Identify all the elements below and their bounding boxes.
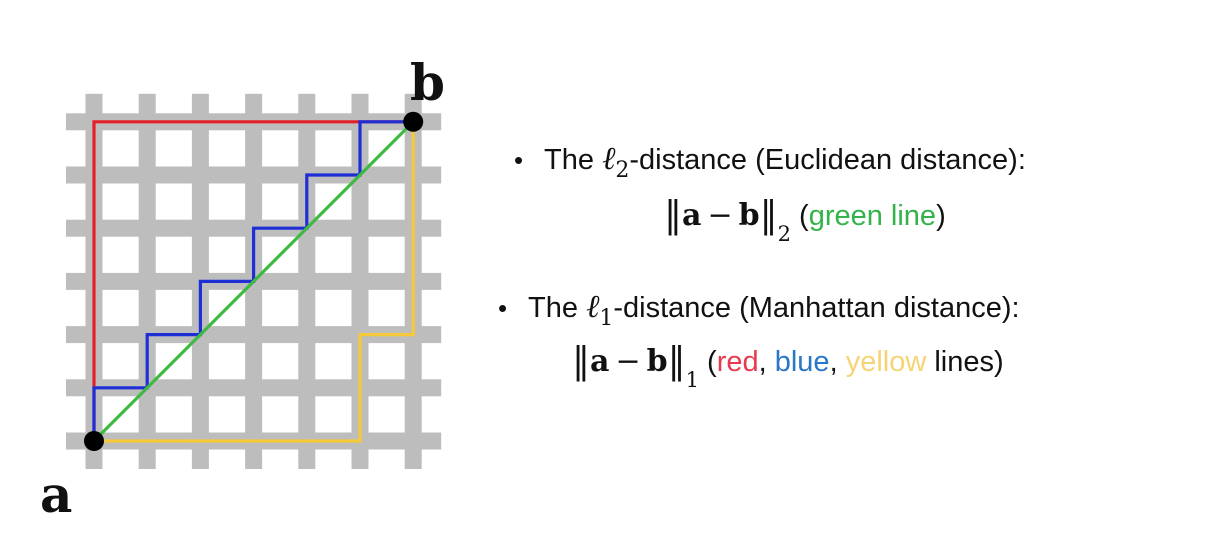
endpoints: [84, 111, 424, 451]
bullet-l1-rest: -distance (Manhattan distance):: [613, 292, 1020, 324]
point-a-marker: [84, 431, 104, 451]
blue-line-label: blue: [774, 346, 830, 378]
paren-open: (: [707, 346, 717, 378]
separator: ,: [758, 346, 775, 378]
ell-subscript: 1: [599, 306, 614, 331]
grid-street-horizontal: [66, 166, 442, 184]
formula-a: a: [682, 198, 702, 233]
formula-tail: lines): [926, 346, 1004, 378]
separator: ,: [829, 346, 846, 378]
formula-l1: ‖a−b‖1 (red, blue, yellow lines): [572, 342, 1004, 400]
norm-bar-right: ‖: [759, 195, 778, 236]
norm-bar-left: ‖: [664, 195, 682, 236]
norm-subscript: 1: [685, 368, 699, 392]
paren-open: (: [799, 200, 809, 232]
ell-subscript: 2: [615, 158, 630, 183]
bullet-dot: •: [498, 293, 508, 323]
grid-street-vertical: [351, 93, 369, 470]
norm-bar-left: ‖: [572, 341, 590, 382]
formula-l2: ‖a−b‖2 (green line): [664, 196, 946, 254]
norm-bar-right: ‖: [667, 341, 686, 382]
ell-symbol: ℓ: [602, 139, 616, 177]
point-b-marker: [403, 111, 424, 132]
bullet-l1-prefix: The: [528, 292, 587, 324]
formula-b: b: [646, 344, 668, 379]
green-line-label: green line: [808, 200, 937, 232]
red-path: [92, 120, 414, 441]
bullet-l2-prefix: The: [544, 144, 603, 176]
point-b-label: b: [410, 53, 445, 112]
bullet-l2-rest: -distance (Euclidean distance):: [629, 144, 1026, 176]
paren-close: ): [936, 200, 946, 232]
formula-b: b: [738, 198, 760, 233]
red-line-label: red: [716, 346, 759, 378]
bullet-l1-distance: • The ℓ1-distance (Manhattan distance):: [498, 288, 1020, 337]
bullet-l2-distance: • The ℓ2-distance (Euclidean distance):: [514, 140, 1026, 189]
grid-street-vertical: [298, 93, 316, 470]
formula-minus: −: [707, 198, 733, 233]
norm-subscript: 2: [777, 222, 791, 246]
manhattan-grid-diagram: [66, 93, 442, 470]
formula-a: a: [590, 344, 610, 379]
yellow-path: [94, 121, 415, 443]
yellow-line-label: yellow: [845, 346, 927, 378]
green-path: [92, 120, 415, 443]
distance-paths: [92, 120, 415, 443]
bullet-dot: •: [514, 145, 524, 175]
point-a-label: a: [40, 465, 73, 524]
formula-minus: −: [615, 344, 641, 379]
ell-symbol: ℓ: [586, 287, 600, 325]
